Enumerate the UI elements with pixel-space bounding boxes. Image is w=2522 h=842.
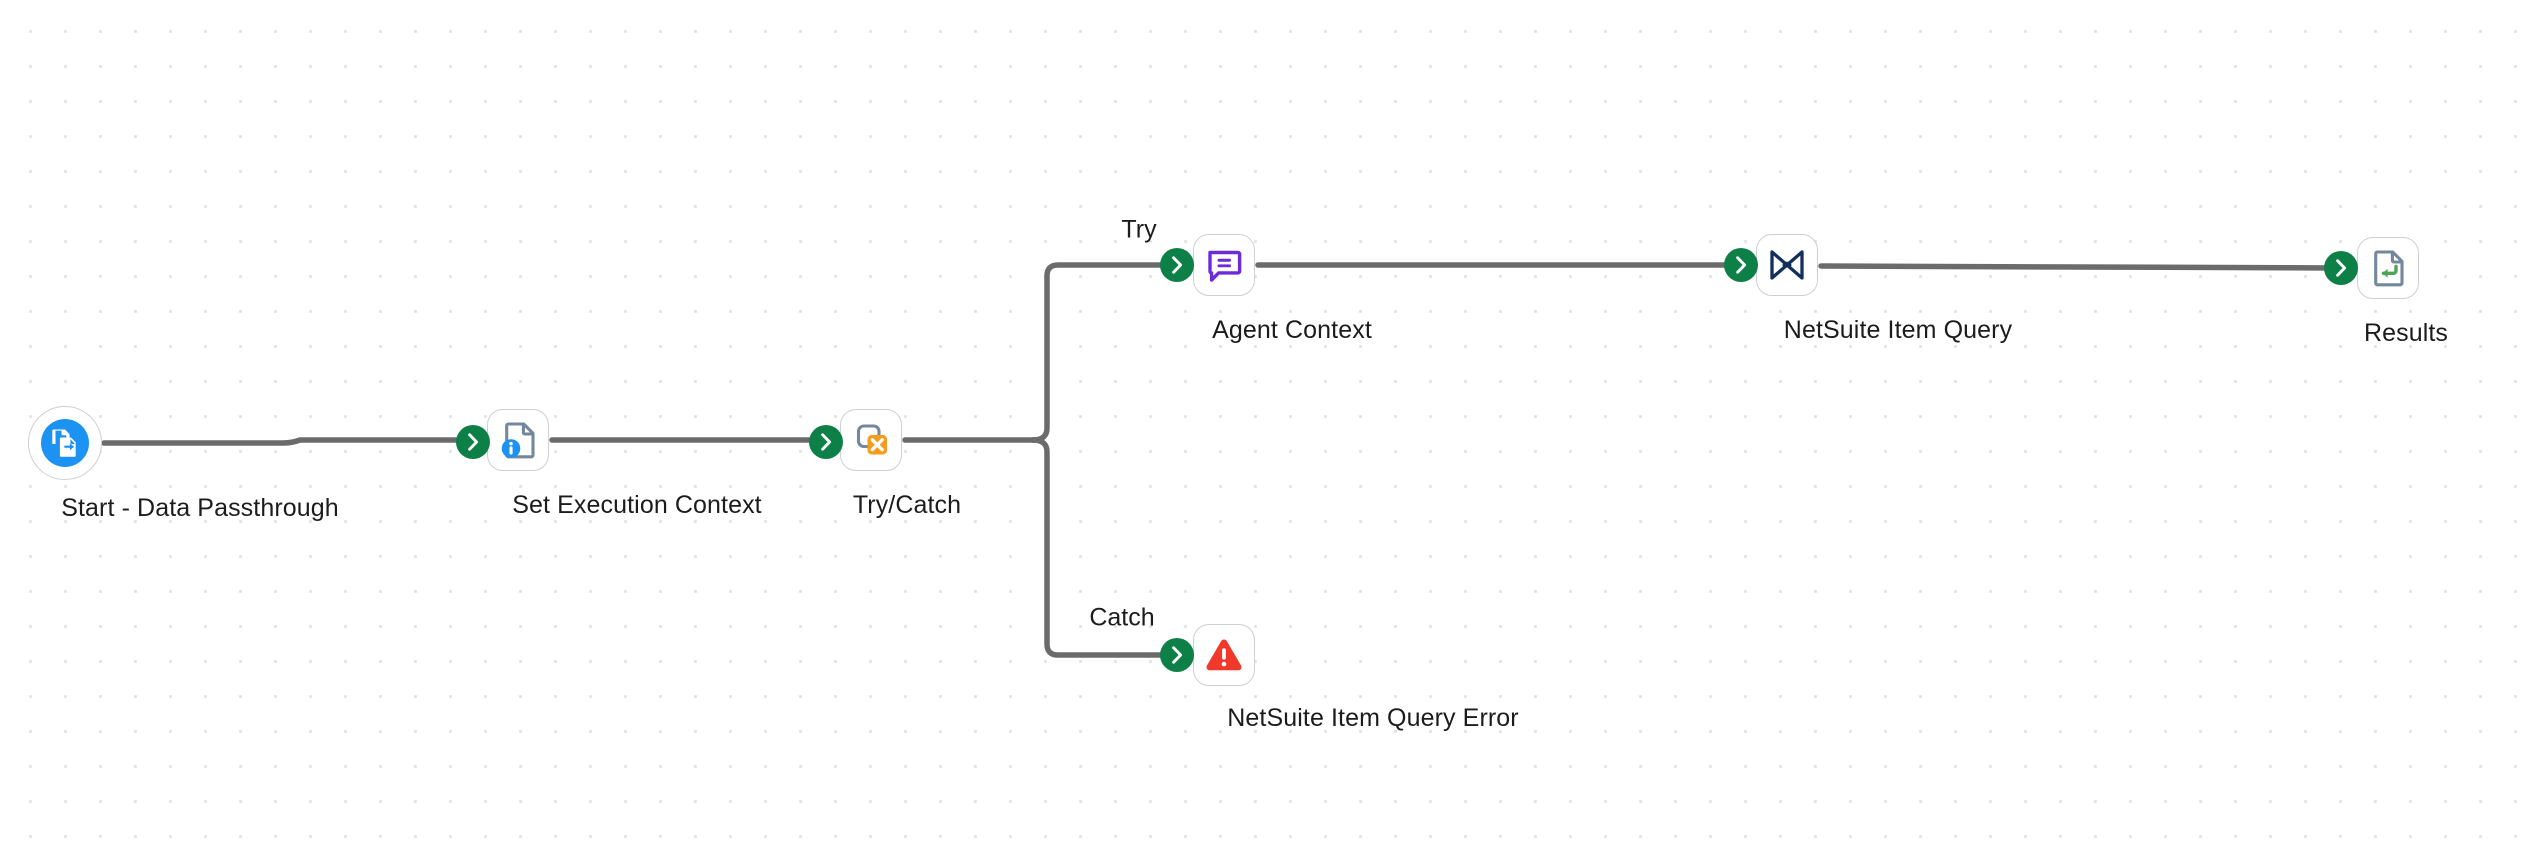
node-netsuite-item-query-label: NetSuite Item Query [1783, 316, 2013, 344]
node-netsuite-item-query-error-label: NetSuite Item Query Error [1227, 704, 1519, 732]
document-passthrough-icon [38, 416, 92, 470]
node-agent-context[interactable] [1193, 234, 1255, 296]
connector-marker-agent-context[interactable] [1160, 248, 1194, 282]
netsuite-bowtie-icon [1765, 243, 1809, 287]
branch-label-catch: Catch [1089, 603, 1155, 632]
node-set-execution-context-label: Set Execution Context [512, 491, 762, 519]
node-try-catch[interactable] [840, 409, 902, 471]
node-try-catch-label: Try/Catch [852, 491, 962, 519]
edge-netsuite-item-query-to-results [1818, 263, 2341, 271]
edge-branch-try [1030, 262, 1177, 443]
node-netsuite-item-query[interactable] [1756, 234, 1818, 296]
chevron-right-icon [2336, 259, 2347, 277]
document-return-icon [2366, 246, 2410, 290]
node-results-label: Results [2363, 319, 2449, 347]
chevron-right-icon [1172, 256, 1183, 274]
chevron-right-icon [1172, 646, 1183, 664]
document-info-icon [496, 418, 540, 462]
node-results[interactable] [2357, 237, 2419, 299]
node-start-label: Start - Data Passthrough [61, 494, 339, 522]
try-catch-icon [849, 418, 893, 462]
connector-marker-results[interactable] [2324, 251, 2358, 285]
node-agent-context-label: Agent Context [1212, 316, 1372, 344]
chevron-right-icon [468, 433, 479, 451]
connector-marker-set-execution-context[interactable] [456, 425, 490, 459]
chevron-right-icon [821, 433, 832, 451]
edge-start-to-set-execution-context [101, 437, 473, 446]
connector-marker-netsuite-item-query-error[interactable] [1160, 638, 1194, 672]
node-set-execution-context[interactable] [487, 409, 549, 471]
branch-label-try: Try [1121, 215, 1157, 244]
connector-marker-try-catch[interactable] [809, 425, 843, 459]
speech-bubble-icon [1202, 243, 1246, 287]
node-netsuite-item-query-error[interactable] [1193, 624, 1255, 686]
warning-triangle-icon [1202, 633, 1246, 677]
connector-marker-netsuite-item-query[interactable] [1724, 248, 1758, 282]
chevron-right-icon [1736, 256, 1747, 274]
node-start[interactable] [28, 406, 102, 480]
